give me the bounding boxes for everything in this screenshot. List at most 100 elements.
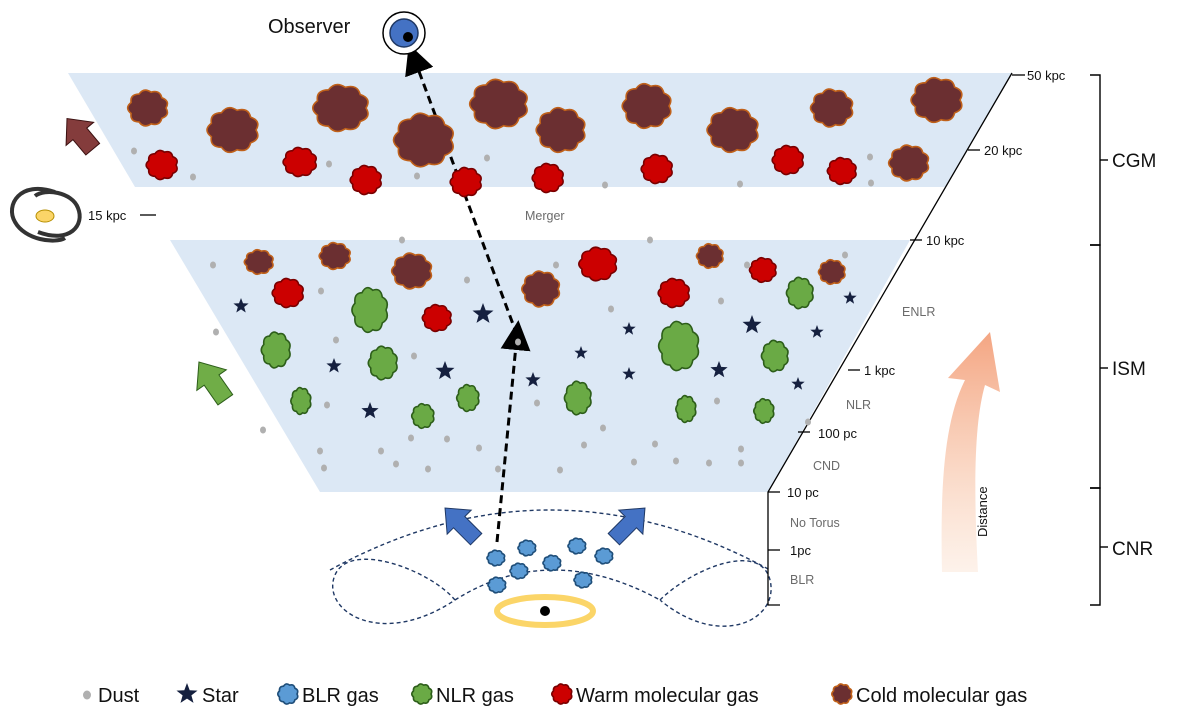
legend-item: Star xyxy=(176,683,239,707)
cold-cloud-icon xyxy=(243,248,274,276)
dust-dot-icon xyxy=(476,444,482,452)
warm-cloud-icon xyxy=(748,256,777,284)
warm-cloud-icon xyxy=(640,153,673,185)
warm-cloud-icon xyxy=(578,246,618,282)
blr-cloud-icon xyxy=(277,683,299,705)
cold-outflow-arrow-icon xyxy=(65,117,101,156)
dust-dot-icon xyxy=(805,418,811,426)
cold-cloud-icon xyxy=(468,78,528,130)
merging-galaxy-icon xyxy=(9,186,82,243)
zone-labels: CGM ISM CNR xyxy=(1112,151,1156,560)
region-label-blr: BLR xyxy=(790,573,814,587)
star-icon xyxy=(810,325,824,338)
warm-cloud-icon xyxy=(421,303,452,333)
dust-dot-icon xyxy=(842,251,848,259)
star-icon xyxy=(326,358,342,373)
dust-dot-icon xyxy=(414,172,420,180)
blr-cloud-icon xyxy=(573,571,593,589)
region-labels: Merger ENLR NLR CND No Torus BLR xyxy=(525,209,935,587)
zone-label-ism: ISM xyxy=(1112,359,1146,380)
blr-outflow-right-arrow-icon xyxy=(607,507,646,546)
dust-dot-icon xyxy=(321,464,327,472)
scale-label-1kpc: 1 kpc xyxy=(864,363,896,378)
nlr-cloud-icon xyxy=(753,397,775,425)
dust-dot-icon xyxy=(408,434,414,442)
legend-item: Cold molecular gas xyxy=(831,683,1027,707)
black-hole xyxy=(540,606,550,616)
nlr-cloud-icon xyxy=(351,286,389,334)
zone-label-cnr: CNR xyxy=(1112,539,1153,560)
dust-dot-icon xyxy=(673,457,679,465)
blr-cloud-icon xyxy=(517,539,537,557)
cold-cloud-icon xyxy=(311,83,369,133)
nlr-cloud-icon xyxy=(657,320,700,372)
dust-dot-icon xyxy=(190,173,196,181)
warm-cloud-icon xyxy=(282,146,317,178)
nlr-cloud-icon xyxy=(411,683,433,705)
dust-dot-icon xyxy=(83,690,91,700)
cold-cloud-icon xyxy=(706,106,759,154)
warm-cloud-icon xyxy=(657,277,690,309)
blr-cloud-icon xyxy=(594,547,614,565)
line-of-sight xyxy=(495,320,531,543)
accretion-disk xyxy=(494,594,596,628)
torus-region xyxy=(329,509,772,627)
cold-cloud-icon xyxy=(809,88,854,128)
dust-dot-icon xyxy=(652,440,658,448)
blr-cloud-icon xyxy=(487,576,507,594)
star-icon xyxy=(622,367,636,380)
blr-cloud-icon xyxy=(509,562,529,580)
cold-cloud-icon xyxy=(126,89,169,127)
zone-label-cgm: CGM xyxy=(1112,151,1156,172)
dust-dot-icon xyxy=(444,435,450,443)
legend-item: Warm molecular gas xyxy=(551,683,759,707)
star-icon xyxy=(472,303,494,323)
dust-dot-icon xyxy=(738,445,744,453)
cold-cloud-icon xyxy=(535,106,586,154)
dust-dot-icon xyxy=(425,465,431,473)
cold-cloud-icon xyxy=(910,76,963,124)
dust-dot-icon xyxy=(647,236,653,244)
scene-elements xyxy=(126,76,963,594)
region-label-cnd: CND xyxy=(813,459,840,473)
dust-dot-icon xyxy=(399,236,405,244)
scale-label-15kpc: 15 kpc xyxy=(88,208,127,223)
region-label-merger: Merger xyxy=(525,209,565,223)
observer-label: Observer xyxy=(268,16,351,38)
nlr-outflow-arrow-icon xyxy=(196,361,234,406)
scale-label-100pc: 100 pc xyxy=(818,426,858,441)
nlr-cloud-icon xyxy=(785,276,814,310)
cold-cloud-icon xyxy=(318,241,351,271)
star-icon xyxy=(435,361,455,380)
legend-item: Dust xyxy=(83,685,140,707)
blr-cloud-icon xyxy=(486,549,506,567)
region-label-enlr: ENLR xyxy=(902,305,935,319)
blr-cloud-icon xyxy=(567,537,587,555)
dust-dot-icon xyxy=(744,261,750,269)
distance-label: Distance xyxy=(975,486,990,537)
dust-dot-icon xyxy=(317,447,323,455)
dust-dot-icon xyxy=(131,147,137,155)
dust-dot-icon xyxy=(868,179,874,187)
dust-dot-icon xyxy=(393,460,399,468)
dust-dot-icon xyxy=(326,160,332,168)
legend-item: BLR gas xyxy=(277,683,379,707)
cold-cloud-icon xyxy=(392,112,454,168)
cold-cloud-icon xyxy=(206,106,259,154)
scale-label-10pc: 10 pc xyxy=(787,485,819,500)
legend-label: Cold molecular gas xyxy=(856,685,1027,707)
dust-dot-icon xyxy=(464,276,470,284)
nlr-cloud-icon xyxy=(290,386,312,416)
dust-dot-icon xyxy=(608,305,614,313)
warm-cloud-icon xyxy=(826,156,857,186)
nlr-cloud-icon xyxy=(760,339,789,373)
star-icon xyxy=(574,346,588,359)
nlr-cloud-icon xyxy=(410,402,435,430)
distance-arrow: Distance xyxy=(941,332,1000,572)
dust-dot-icon xyxy=(602,181,608,189)
warm-cloud-icon xyxy=(449,166,482,198)
outflow-arrows xyxy=(65,117,646,546)
dust-dot-icon xyxy=(631,458,637,466)
dust-dot-icon xyxy=(495,465,501,473)
